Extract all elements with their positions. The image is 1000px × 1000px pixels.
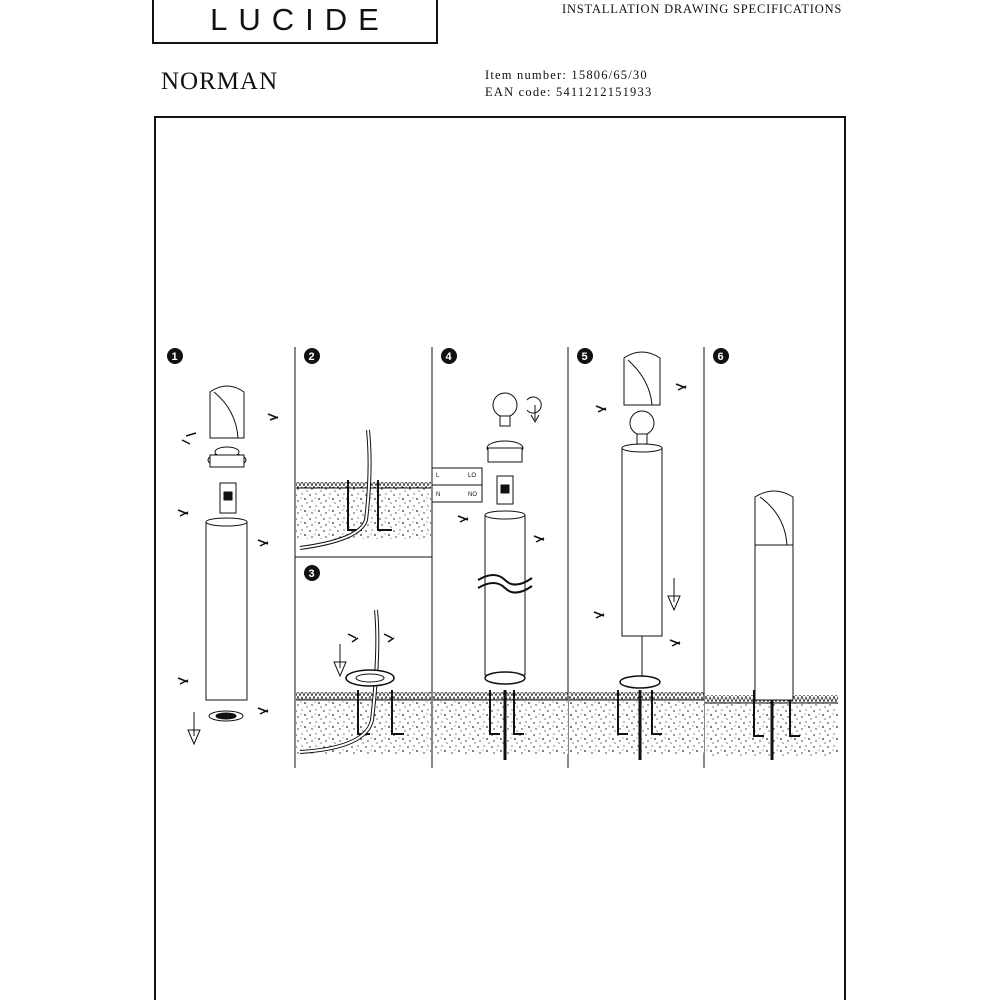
step-1-exploded-lamp [177, 385, 279, 746]
svg-text:5: 5 [582, 351, 588, 363]
step-5-assembly [569, 351, 704, 760]
item-number-row: Item number: 15806/65/30 [485, 67, 652, 84]
step-3-badge: 3 [304, 565, 320, 581]
svg-text:4: 4 [446, 351, 453, 363]
svg-text:L: L [436, 473, 440, 479]
ean-row: EAN code: 5411212151933 [485, 84, 652, 101]
step-2-badge: 2 [304, 348, 320, 364]
product-name: NORMAN [161, 68, 279, 95]
step-4-wiring: L N LO NO [431, 392, 568, 760]
step-3-base-mount [296, 609, 431, 754]
drawing-frame [154, 116, 846, 1000]
svg-text:2: 2 [309, 351, 315, 363]
product-meta: Item number: 15806/65/30 EAN code: 54112… [485, 67, 652, 101]
ean-label: EAN code: [485, 85, 552, 99]
brand-logo-text: LUCIDE [210, 2, 390, 37]
step-5-badge: 5 [577, 348, 593, 364]
svg-text:6: 6 [718, 351, 724, 363]
step-6-finished-lamp [705, 490, 838, 760]
step-2-ground-cable [296, 429, 431, 550]
step-4-badge: 4 [441, 348, 457, 364]
step-6-badge: 6 [713, 348, 729, 364]
document-title: INSTALLATION DRAWING SPECIFICATIONS [562, 2, 843, 16]
svg-text:NO: NO [468, 492, 477, 498]
svg-text:1: 1 [172, 351, 178, 363]
svg-text:N: N [436, 492, 440, 498]
brand-logo: LUCIDE [152, 0, 438, 44]
svg-text:LO: LO [468, 473, 476, 479]
step-1-badge: 1 [167, 348, 183, 364]
ean-value: 5411212151933 [556, 85, 653, 99]
item-number-label: Item number: [485, 68, 568, 82]
svg-text:3: 3 [309, 568, 315, 580]
item-number-value: 15806/65/30 [571, 68, 648, 82]
